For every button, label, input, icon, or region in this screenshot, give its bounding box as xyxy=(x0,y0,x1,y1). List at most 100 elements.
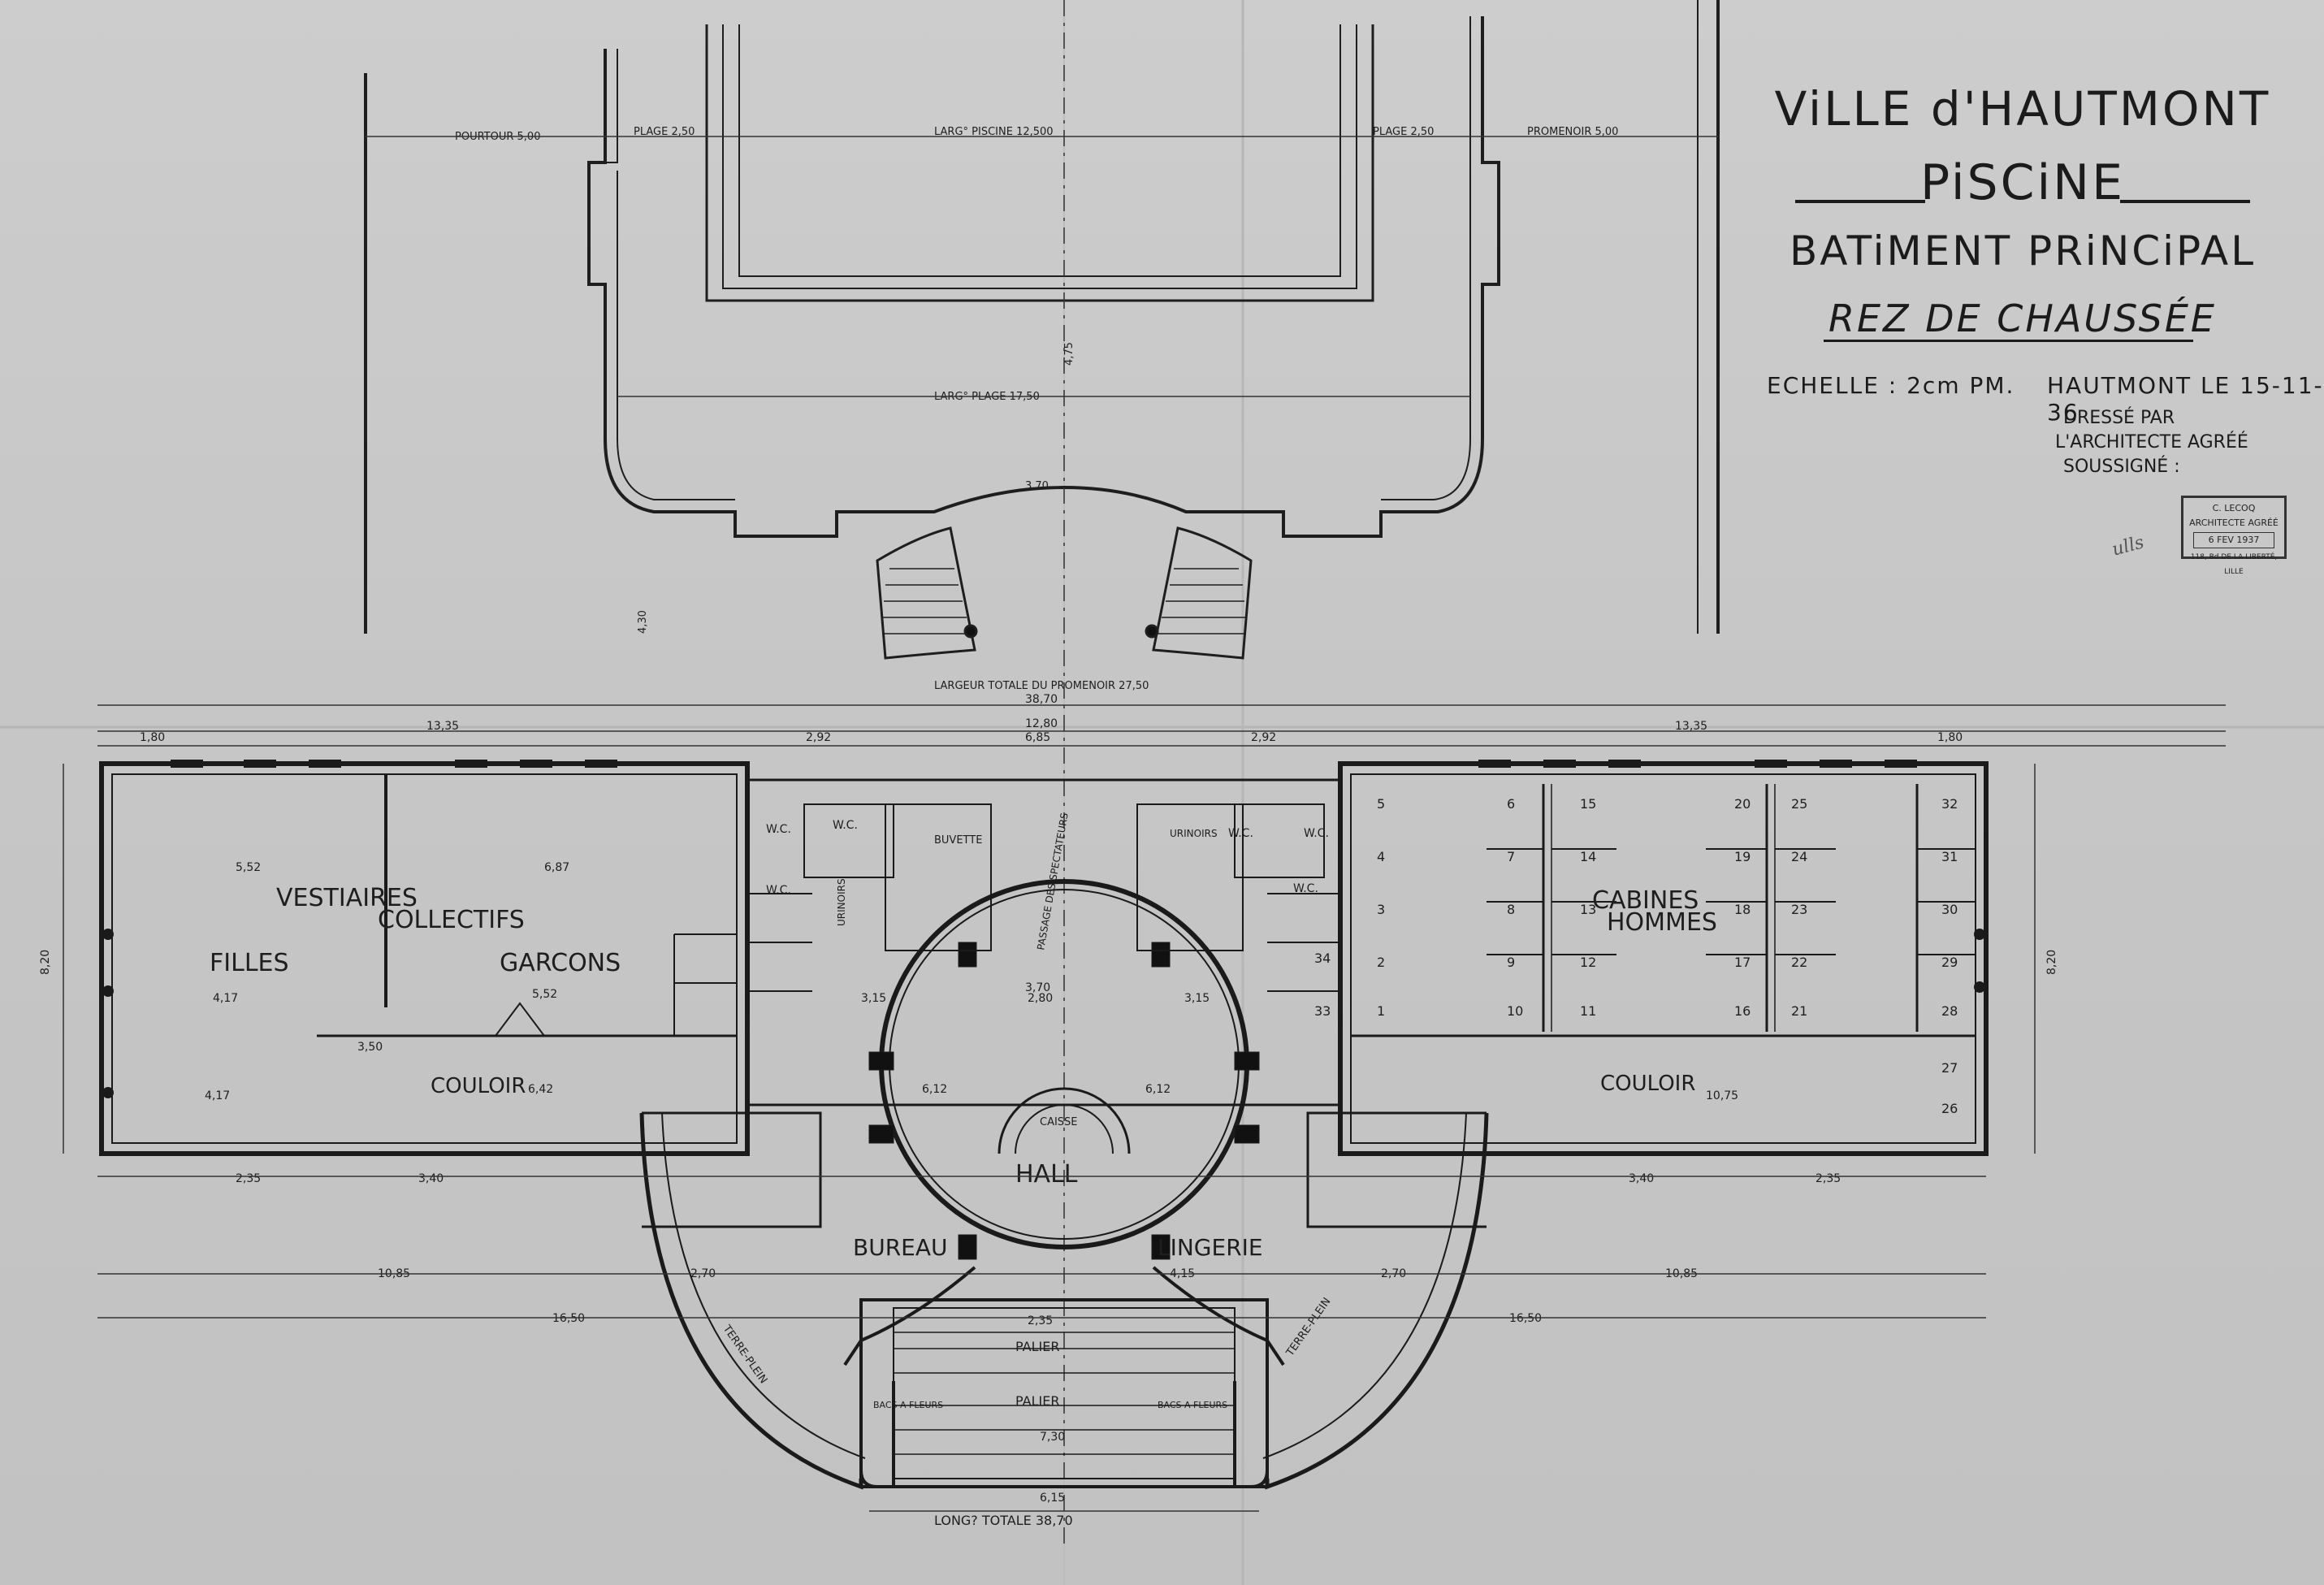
room-urinoirs-left: URINOIRS xyxy=(836,878,847,926)
room-wc-3: W.C. xyxy=(833,819,858,832)
room-wc-2: W.C. xyxy=(766,884,791,897)
cabin-number: 29 xyxy=(1941,955,1958,970)
cabin-number: 8 xyxy=(1507,902,1515,917)
title-rule-left xyxy=(1795,200,1925,203)
room-lingerie: LINGERIE xyxy=(1158,1234,1263,1261)
dim-1335-left: 13,35 xyxy=(426,720,459,733)
dim-552-a: 5,52 xyxy=(236,861,261,874)
cabin-number: 14 xyxy=(1580,849,1596,864)
dim-612-b: 6,12 xyxy=(1145,1083,1171,1096)
room-couloir-right: COULOIR xyxy=(1600,1072,1695,1096)
room-wc-5: W.C. xyxy=(1304,827,1329,840)
dim-340-b: 3,40 xyxy=(1629,1172,1654,1185)
dim-total-width: 38,70 xyxy=(1025,693,1058,706)
room-garcons: GARCONS xyxy=(500,949,621,977)
dim-1280: 12,80 xyxy=(1025,717,1058,730)
cabin-number: 6 xyxy=(1507,796,1515,812)
cabin-number: 26 xyxy=(1941,1101,1958,1116)
title-piscine: PiSCiNE xyxy=(1920,154,2125,211)
pool-labels: POURTOUR 5,00 PLAGE 2,50 LARG° PISCINE 1… xyxy=(455,126,1618,692)
front-terrace xyxy=(639,1111,1489,1490)
cabin-number: 32 xyxy=(1941,796,1958,812)
room-bacs-right: BACS A FLEURS xyxy=(1158,1400,1227,1410)
dim-292-right: 2,92 xyxy=(1251,731,1276,744)
pool-dim-430: 4,30 xyxy=(637,610,649,634)
pool-promenoir-label: PROMENOIR 5,00 xyxy=(1527,126,1618,138)
front-dimension-lines xyxy=(63,764,2036,1512)
dim-235-b: 2,35 xyxy=(1815,1172,1841,1185)
dim-1075: 10,75 xyxy=(1706,1089,1738,1102)
room-palier-2: PALIER xyxy=(1015,1393,1059,1409)
stamp-role: ARCHITECTE AGRÉÉ xyxy=(2189,518,2279,528)
room-cabines: CABINES xyxy=(1592,886,1699,915)
room-wc-6: W.C. xyxy=(1293,882,1318,895)
cabin-number: 9 xyxy=(1507,955,1515,970)
pool-dimension-lines xyxy=(97,0,2226,1544)
dim-315-a: 3,15 xyxy=(861,992,886,1005)
pool-plage-left-label: PLAGE 2,50 xyxy=(634,126,695,138)
dim-280: 2,80 xyxy=(1028,992,1053,1005)
title-rule-right xyxy=(2120,200,2250,203)
hall-rotunda xyxy=(868,879,1260,1260)
dim-235: 2,35 xyxy=(1028,1314,1053,1327)
room-buvette: BUVETTE xyxy=(934,834,982,847)
room-bacs-left: BACS A FLEURS xyxy=(873,1400,943,1410)
dim-615: 6,15 xyxy=(1040,1492,1065,1505)
dim-depth-left: 8,20 xyxy=(39,950,52,975)
cabin-number: 10 xyxy=(1507,1003,1523,1019)
cabin-number: 13 xyxy=(1580,902,1596,917)
dim-350: 3,50 xyxy=(357,1041,383,1054)
title-dresse1: DRESSÉ PAR xyxy=(2063,408,2175,428)
cabin-number: 1 xyxy=(1377,1003,1385,1019)
dim-370: 3,70 xyxy=(1025,981,1050,994)
room-terre-plein-right: TERRE-PLEIN xyxy=(1283,1296,1333,1359)
cabin-number: 31 xyxy=(1941,849,1958,864)
pool-outline xyxy=(364,0,1720,634)
dim-642: 6,42 xyxy=(528,1083,553,1096)
pool-total-width-label: LARGEUR TOTALE DU PROMENOIR 27,50 xyxy=(934,680,1149,692)
dim-top-right-180: 1,80 xyxy=(1937,731,1963,744)
dim-417-a: 4,17 xyxy=(213,992,238,1005)
cabin-number: 15 xyxy=(1580,796,1596,812)
title-rez-underline xyxy=(1824,340,2193,342)
dim-612-a: 6,12 xyxy=(922,1083,947,1096)
pool-dim-370: 3,70 xyxy=(1025,480,1049,492)
room-urinoirs-right: URINOIRS xyxy=(1170,828,1218,839)
dim-depth-right: 8,20 xyxy=(2045,950,2058,975)
cabin-number: 30 xyxy=(1941,902,1958,917)
cabin-number: 2 xyxy=(1377,955,1385,970)
dim-235-a: 2,35 xyxy=(236,1172,261,1185)
cabin-number: 33 xyxy=(1314,1003,1331,1019)
cabin-number: 24 xyxy=(1791,849,1807,864)
room-wc-4: W.C. xyxy=(1228,827,1253,840)
cabin-number: 7 xyxy=(1507,849,1515,864)
cabin-number: 20 xyxy=(1734,796,1751,812)
dim-315-b: 3,15 xyxy=(1184,992,1210,1005)
cabin-number: 19 xyxy=(1734,849,1751,864)
dim-292-left: 2,92 xyxy=(806,731,831,744)
dim-top-left-180: 1,80 xyxy=(140,731,165,744)
cabin-number: 25 xyxy=(1791,796,1807,812)
cabin-number: 27 xyxy=(1941,1060,1958,1076)
title-scale: ECHELLE : 2cm PM. xyxy=(1767,372,2015,399)
pool-width-label: LARG° PISCINE 12,500 xyxy=(934,126,1054,138)
cabin-number: 28 xyxy=(1941,1003,1958,1019)
dim-long-totale: LONG? TOTALE 38,70 xyxy=(934,1513,1073,1528)
pool-dim-475: 4,75 xyxy=(1063,342,1075,366)
room-bureau: BUREAU xyxy=(853,1234,948,1261)
dim-left-1650: 16,50 xyxy=(552,1312,585,1325)
cabin-number: 16 xyxy=(1734,1003,1751,1019)
architect-stamp: C. LECOQ ARCHITECTE AGRÉÉ 6 FEV 1937 118… xyxy=(2181,496,2287,576)
dim-687: 6,87 xyxy=(544,861,569,874)
title-dresse2: L'ARCHITECTE AGRÉÉ xyxy=(2055,432,2248,453)
room-palier-1: PALIER xyxy=(1015,1339,1059,1354)
title-dresse3: SOUSSIGNÉ : xyxy=(2063,457,2180,477)
pool-plage-right-label: PLAGE 2,50 xyxy=(1373,126,1434,138)
dim-417-b: 4,17 xyxy=(205,1089,230,1102)
cabin-number: 34 xyxy=(1314,951,1331,966)
cabin-number: 4 xyxy=(1377,849,1385,864)
room-hall: HALL xyxy=(1015,1160,1078,1189)
left-wing-details xyxy=(495,803,1325,1037)
